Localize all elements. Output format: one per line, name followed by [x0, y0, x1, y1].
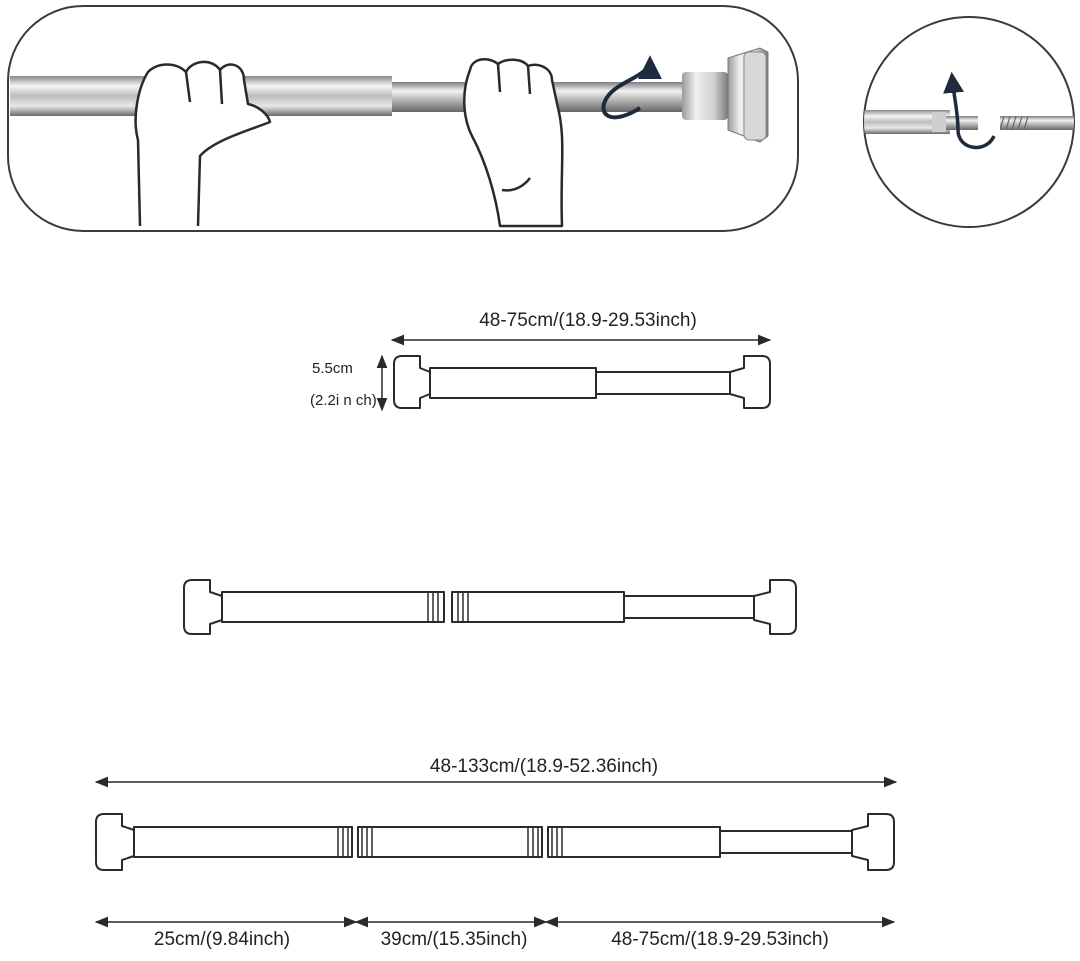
detail-panel: [863, 16, 1075, 228]
segment-3-length-label: 48-75cm/(18.9-29.53inch): [611, 929, 829, 950]
segment-2-tube: [357, 826, 543, 858]
install-panel-frame: [7, 5, 799, 232]
three-part-rod-left-cap: [95, 813, 135, 871]
three-part-rod-right-cap: [851, 813, 895, 871]
two-part-rod-diagram: [183, 579, 797, 635]
rod-height-cm-label: 5.5cm: [312, 360, 353, 377]
segment-3-thick-tube: [547, 826, 721, 858]
left-hand-icon: [134, 60, 272, 227]
full-length-label: 48-133cm/(18.9-52.36inch): [429, 756, 659, 777]
short-rod-thick-tube: [429, 367, 597, 399]
two-part-rod-left-cap: [183, 579, 223, 635]
rod-height-inch-label: (2.2i n ch): [310, 392, 377, 409]
rod-end-cap: [682, 47, 769, 143]
install-panel: [7, 5, 799, 232]
segment-2-length-label: 39cm/(15.35inch): [380, 929, 528, 950]
segment-1-tube: [133, 826, 353, 858]
short-rod-length-label: 48-75cm/(18.9-29.53inch): [479, 310, 697, 331]
short-rod-left-cap: [393, 355, 431, 409]
short-rod-thin-tube: [595, 371, 731, 395]
three-part-rod-diagram: [94, 776, 898, 928]
two-part-rod-thin-tube: [623, 595, 755, 619]
detail-rod-thin: [946, 116, 1074, 130]
segment-1-length-label: 25cm/(9.84inch): [153, 929, 291, 950]
two-part-rod-right-cap: [753, 579, 797, 635]
right-hand-icon: [462, 57, 564, 228]
two-part-rod-thick-tube: [451, 591, 625, 623]
short-rod-right-cap: [729, 355, 771, 409]
two-part-rod-extension-tube: [221, 591, 445, 623]
twist-arrow-icon: [601, 55, 662, 120]
short-rod-diagram: [376, 334, 772, 412]
segment-3-thin-tube: [719, 830, 853, 854]
detail-twist-arrow-icon: [943, 71, 996, 150]
